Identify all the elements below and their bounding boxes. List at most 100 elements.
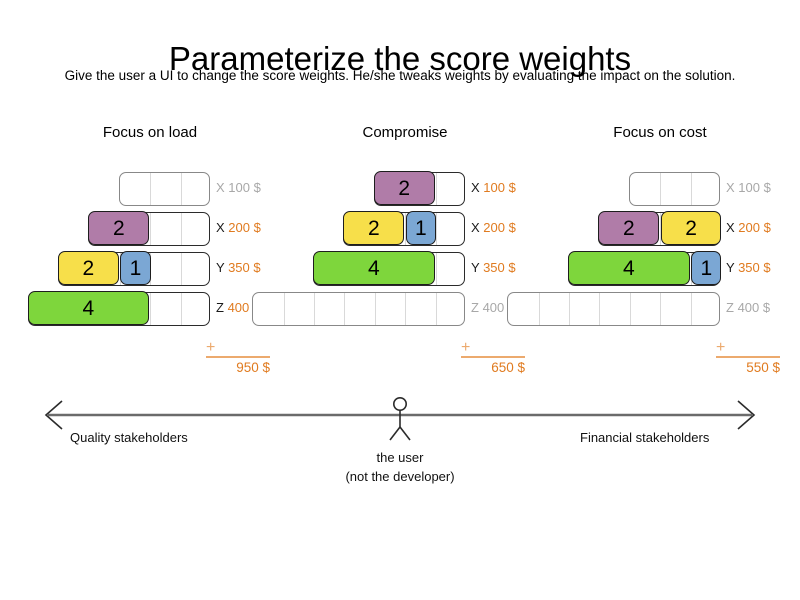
weight-block-yellow[interactable]: 2 (343, 211, 405, 245)
resource-name: Z (726, 300, 738, 315)
stakeholder-spectrum (44, 397, 756, 441)
resource-price: 400 $ (482, 300, 516, 315)
weight-slot-track[interactable] (252, 292, 465, 326)
slot-divider (180, 173, 182, 205)
user-caption-primary: the user (376, 450, 424, 465)
row-label: X 100 $ (726, 180, 771, 195)
row-label: Z 400 $ (726, 300, 770, 315)
weight-row: 2 X 200 $ (20, 211, 280, 246)
resource-name: Z (471, 300, 483, 315)
weight-block-green[interactable]: 4 (27, 291, 150, 325)
resource-price: 100 $ (483, 180, 516, 195)
slot-divider (435, 253, 437, 285)
resource-price: 400 $ (227, 300, 261, 315)
stick-figure-leg-left (389, 426, 401, 441)
slot-divider (314, 293, 315, 325)
weight-row: 2 X 100 $ (275, 171, 535, 206)
arrow-head-left (44, 400, 63, 430)
row-label: Z 400 $ (216, 300, 260, 315)
weight-slot-track[interactable] (118, 172, 210, 206)
total-plus-sign: + (716, 339, 726, 356)
row-label: Y 350 $ (471, 260, 516, 275)
slot-divider (150, 253, 152, 285)
weight-block-purple[interactable]: 2 (373, 171, 435, 205)
slot-divider (629, 293, 631, 325)
weight-block-blue[interactable]: 1 (405, 211, 437, 245)
scenario-title: Focus on cost (613, 124, 707, 141)
row-label: Y 350 $ (216, 260, 261, 275)
slot-divider (150, 173, 152, 205)
weight-row: 4 Y 350 $ (275, 251, 535, 286)
resource-price: 200 $ (738, 220, 771, 235)
total-value: 550 $ (746, 360, 780, 375)
weight-slot-track[interactable] (507, 292, 720, 326)
total-rule (461, 356, 525, 358)
stick-figure-head (392, 397, 407, 411)
resource-name: X (471, 180, 484, 195)
row-label: X 200 $ (726, 220, 771, 235)
slot-divider (538, 293, 540, 325)
slot-divider (599, 293, 601, 325)
slot-divider (374, 293, 376, 325)
resource-price: 350 $ (228, 260, 261, 275)
total-rule (716, 356, 780, 358)
user-stick-figure (389, 397, 411, 441)
resource-price: 100 $ (738, 180, 771, 195)
slot-divider (180, 293, 182, 325)
slot-divider (690, 293, 692, 325)
stick-figure-leg-right (399, 426, 411, 441)
weight-row: 4 Z 400 $ (20, 291, 280, 326)
scenario-title: Focus on load (102, 124, 198, 141)
slot-divider (405, 293, 407, 325)
weight-block-yellow[interactable]: 2 (58, 251, 119, 285)
weight-block-blue[interactable]: 1 (120, 251, 151, 285)
slot-divider (435, 173, 437, 205)
resource-price: 100 $ (228, 180, 261, 195)
resource-name: X (471, 220, 484, 235)
row-label: X 200 $ (216, 220, 261, 235)
resource-price: 350 $ (483, 260, 516, 275)
resource-name: Y (216, 260, 229, 275)
row-label: X 200 $ (471, 220, 516, 235)
resource-price: 200 $ (483, 220, 516, 235)
weight-slot-track[interactable] (628, 172, 720, 206)
row-label: Z 400 $ (471, 300, 515, 315)
total-plus-sign: + (461, 339, 471, 356)
resource-name: X (726, 220, 739, 235)
resource-name: X (216, 220, 229, 235)
arrow-head-right (737, 400, 756, 430)
slot-divider (690, 173, 692, 205)
slot-divider (435, 293, 437, 325)
weight-block-blue[interactable]: 1 (691, 251, 722, 285)
total-plus-sign: + (206, 339, 216, 356)
weight-block-purple[interactable]: 2 (598, 211, 660, 245)
weight-block-purple[interactable]: 2 (88, 211, 150, 245)
spectrum-left-label: Quality stakeholders (70, 430, 188, 445)
slot-divider (283, 293, 285, 325)
resource-name: Z (216, 300, 228, 315)
weight-row: Z 400 $ (252, 292, 535, 326)
spectrum-right-label: Financial stakeholders (580, 430, 710, 445)
resource-price: 400 $ (737, 300, 771, 315)
weight-block-green[interactable]: 4 (568, 251, 690, 285)
page-title: Parameterize the score weights (168, 40, 632, 78)
scenario-title: Compromise (362, 124, 448, 141)
slot-divider (660, 293, 662, 325)
resource-name: X (216, 180, 229, 195)
weight-block-yellow[interactable]: 2 (660, 211, 722, 245)
slot-divider (180, 253, 182, 285)
slot-divider (180, 213, 182, 245)
total-value: 650 $ (491, 360, 525, 375)
row-label: X 100 $ (471, 180, 516, 195)
row-label: Y 350 $ (726, 260, 771, 275)
weight-row: X 100 $ (530, 172, 790, 206)
weight-block-green[interactable]: 4 (313, 251, 435, 285)
row-label: X 100 $ (216, 180, 261, 195)
user-caption-secondary: (not the developer) (345, 469, 455, 484)
slot-divider (150, 213, 152, 245)
slot-divider (344, 293, 346, 325)
slot-divider (660, 173, 662, 205)
page-subtitle: Give the user a UI to change the score w… (64, 68, 736, 83)
